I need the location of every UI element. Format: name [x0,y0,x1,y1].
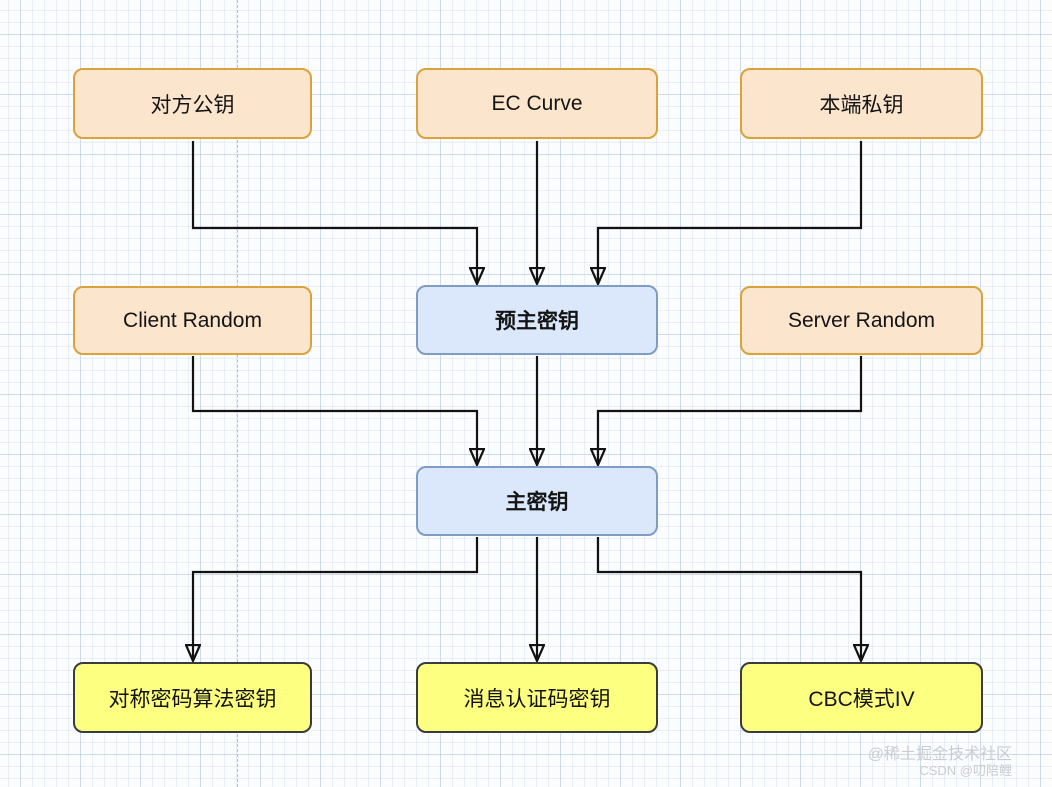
edge-master-to-cbc-iv [596,537,861,660]
node-cbc-iv: CBC模式IV [740,662,983,733]
watermark-line1: @稀土掘金技术社区 [867,745,1012,763]
node-pre-master-secret: 预主密钥 [416,285,658,355]
edge-peer-public-key-to-pre-master [191,141,477,283]
edge-server-random-to-master [598,356,863,464]
edge-master-to-symmetric-key [193,537,479,660]
node-peer-public-key: 对方公钥 [73,68,312,139]
edge-client-random-to-master [191,356,477,464]
node-ec-curve: EC Curve [416,68,658,139]
node-local-private-key: 本端私钥 [740,68,983,139]
node-client-random: Client Random [73,286,312,355]
node-master-secret: 主密钥 [416,466,658,536]
node-symmetric-cipher-key: 对称密码算法密钥 [73,662,312,733]
watermark-line2: CSDN @叨陪鲤 [919,763,1012,779]
node-mac-key: 消息认证码密钥 [416,662,658,733]
watermark: @稀土掘金技术社区 CSDN @叨陪鲤 [868,746,1012,779]
node-server-random: Server Random [740,286,983,355]
edge-local-private-key-to-pre-master [598,141,863,283]
